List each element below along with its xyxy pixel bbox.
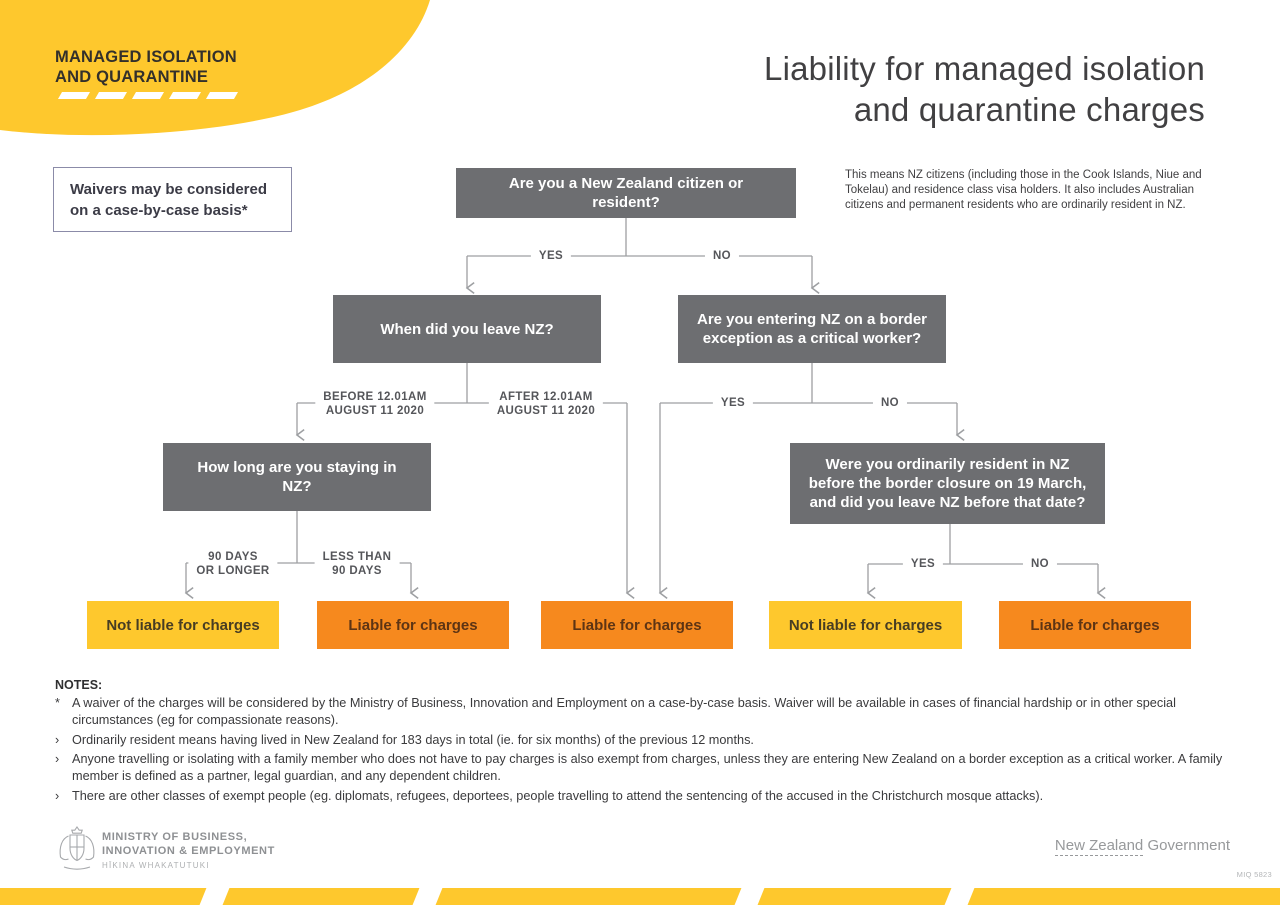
nz-government-underlined: New Zealand bbox=[1054, 837, 1144, 856]
nz-government-logo: New Zealand Government bbox=[1054, 837, 1230, 856]
result-liable-2: Liable for charges bbox=[541, 601, 733, 649]
branch-label-q2-before: BEFORE 12.01AM AUGUST 11 2020 bbox=[315, 388, 435, 420]
page-title-line1: Liability for managed isolation bbox=[764, 50, 1205, 87]
bar-gap bbox=[944, 888, 975, 905]
page-title-line2: and quarantine charges bbox=[853, 91, 1205, 128]
notes-section: NOTES: * A waiver of the charges will be… bbox=[55, 678, 1223, 807]
brand-line1: MANAGED ISOLATION bbox=[55, 48, 237, 66]
nz-government-rest: Government bbox=[1143, 837, 1230, 854]
question-when-left-nz: When did you leave NZ? bbox=[333, 295, 601, 363]
result-not-liable-2: Not liable for charges bbox=[769, 601, 962, 649]
ministry-name-line2: INNOVATION & EMPLOYMENT bbox=[102, 844, 275, 857]
branch-label-q1-no: NO bbox=[704, 247, 740, 265]
note-item-exempt-classes: › There are other classes of exempt peop… bbox=[55, 788, 1044, 803]
note-item-waiver: * A waiver of the charges will be consid… bbox=[55, 696, 1176, 727]
branch-label-q3-yes: YES bbox=[712, 394, 754, 412]
result-not-liable-1: Not liable for charges bbox=[87, 601, 279, 649]
note-item-family-member: › Anyone travelling or isolating with a … bbox=[55, 752, 1223, 783]
branch-label-q2-after: AFTER 12.01AM AUGUST 11 2020 bbox=[488, 388, 604, 420]
bar-gap bbox=[734, 888, 765, 905]
notes-heading: NOTES: bbox=[55, 678, 103, 692]
result-liable-3: Liable for charges bbox=[999, 601, 1191, 649]
coat-of-arms-icon bbox=[59, 826, 95, 870]
question-ordinarily-resident: Were you ordinarily resident in NZ befor… bbox=[790, 443, 1105, 524]
footer-yellow-bar bbox=[0, 888, 1280, 905]
bar-gap bbox=[199, 888, 230, 905]
question-how-long-staying: How long are you staying in NZ? bbox=[163, 443, 431, 511]
citizen-definition-note: This means NZ citizens (including those … bbox=[845, 169, 1202, 211]
result-liable-1: Liable for charges bbox=[317, 601, 509, 649]
branch-label-q1-yes: YES bbox=[530, 247, 572, 265]
brand-lockup: MANAGED ISOLATION AND QUARANTINE bbox=[55, 47, 237, 87]
note-item-ordinarily-resident: › Ordinarily resident means having lived… bbox=[55, 732, 754, 747]
branch-label-q4-less-than-90days: LESS THAN 90 DAYS bbox=[314, 548, 400, 580]
ministry-lockup: MINISTRY OF BUSINESS, INNOVATION & EMPLO… bbox=[102, 831, 275, 870]
branch-label-q3-no: NO bbox=[872, 394, 908, 412]
branch-label-q4-90days-or-longer: 90 DAYS OR LONGER bbox=[188, 548, 278, 580]
branch-label-q5-no: NO bbox=[1022, 555, 1058, 573]
question-citizen-or-resident: Are you a New Zealand citizen or residen… bbox=[456, 168, 796, 218]
brand-line2: AND QUARANTINE bbox=[55, 68, 209, 86]
document-code: MIQ 5823 bbox=[1236, 870, 1272, 879]
page-title: Liability for managed isolation and quar… bbox=[764, 48, 1205, 130]
bar-gap bbox=[412, 888, 443, 905]
header-yellow-curve bbox=[0, 0, 430, 136]
branch-label-q5-yes: YES bbox=[902, 555, 944, 573]
ministry-name-line1: MINISTRY OF BUSINESS, bbox=[102, 831, 248, 843]
ministry-maori-name: HĪKINA WHAKATUTUKI bbox=[102, 861, 210, 870]
waiver-callout: Waivers may be considered on a case-by-c… bbox=[53, 167, 292, 232]
brand-dashes-icon bbox=[57, 92, 239, 99]
question-border-exception: Are you entering NZ on a border exceptio… bbox=[678, 295, 946, 363]
